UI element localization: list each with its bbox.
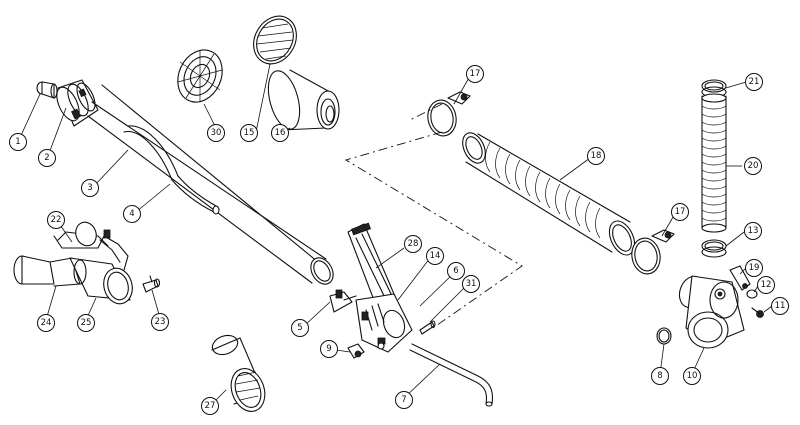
callout-20: 20 — [744, 157, 762, 175]
svg-text:19: 19 — [749, 263, 760, 273]
svg-text:6: 6 — [453, 266, 458, 276]
assembly-lines — [344, 103, 523, 331]
part-small-ring — [746, 289, 758, 299]
callout-6: 6 — [447, 262, 465, 280]
svg-text:16: 16 — [275, 128, 286, 138]
part-nut — [347, 343, 365, 359]
part-bolt — [751, 307, 764, 318]
svg-text:8: 8 — [657, 371, 662, 381]
callout-24: 24 — [37, 314, 55, 332]
callout-16: 16 — [271, 124, 289, 142]
part-handle — [347, 222, 413, 353]
callout-11: 11 — [771, 297, 789, 315]
part-throttle-lever — [329, 289, 357, 313]
callout-27: 27 — [201, 397, 219, 415]
part-y-connector — [13, 221, 133, 305]
callout-25: 25 — [77, 314, 95, 332]
svg-text:30: 30 — [211, 128, 222, 138]
svg-text:11: 11 — [775, 301, 786, 311]
svg-text:22: 22 — [51, 215, 62, 225]
part-radial-grille — [177, 49, 223, 103]
callout-28: 28 — [404, 235, 422, 253]
callout-18: 18 — [587, 147, 605, 165]
callout-19: 19 — [745, 259, 763, 277]
svg-text:17: 17 — [675, 207, 686, 217]
callout-17-lower: 17 — [671, 203, 689, 221]
svg-text:20: 20 — [748, 161, 759, 171]
svg-text:12: 12 — [761, 280, 772, 290]
part-grille-disc — [253, 15, 297, 65]
callout-13: 13 — [744, 222, 762, 240]
svg-text:7: 7 — [401, 395, 406, 405]
svg-text:18: 18 — [591, 151, 602, 161]
svg-text:21: 21 — [749, 77, 760, 87]
part-funnel — [267, 69, 340, 131]
part-end-cap — [36, 81, 58, 99]
svg-text:23: 23 — [155, 317, 166, 327]
svg-text:25: 25 — [81, 318, 92, 328]
part-pin — [419, 320, 436, 335]
callout-2: 2 — [38, 149, 56, 167]
callout-8: 8 — [651, 367, 669, 385]
part-small-cap — [656, 327, 672, 345]
svg-text:27: 27 — [205, 401, 216, 411]
part-wand-bar — [123, 125, 220, 215]
svg-text:31: 31 — [466, 279, 477, 289]
part-nozzle-coupling — [56, 79, 99, 127]
part-corrugated-hose — [462, 132, 636, 256]
callout-21: 21 — [745, 73, 763, 91]
part-latch — [729, 265, 751, 291]
svg-text:3: 3 — [87, 183, 92, 193]
svg-text:24: 24 — [41, 318, 52, 328]
part-sleeve — [211, 334, 266, 412]
part-bent-rod — [409, 343, 494, 407]
svg-text:9: 9 — [326, 344, 331, 354]
part-clamp-ring-bottom — [701, 239, 727, 258]
callout-10: 10 — [683, 367, 701, 385]
callout-5: 5 — [291, 319, 309, 337]
part-hose-clamp-upper — [427, 91, 471, 137]
svg-text:4: 4 — [129, 209, 134, 219]
callout-30: 30 — [207, 124, 225, 142]
part-hose-clamp-lower — [631, 229, 675, 275]
callout-15: 15 — [240, 124, 258, 142]
callout-17-upper: 17 — [466, 65, 484, 83]
callout-1: 1 — [9, 133, 27, 151]
callout-31: 31 — [462, 275, 480, 293]
svg-text:28: 28 — [408, 239, 419, 249]
part-straight-tube — [87, 84, 334, 285]
callouts: 1 2 3 4 5 6 7 8 9 10 11 12 13 14 15 16 1… — [9, 65, 789, 415]
svg-text:13: 13 — [748, 226, 759, 236]
callout-3: 3 — [81, 179, 99, 197]
svg-text:17: 17 — [470, 69, 481, 79]
part-elbow-housing — [678, 275, 745, 349]
svg-text:2: 2 — [44, 153, 49, 163]
callout-7: 7 — [395, 391, 413, 409]
svg-text:10: 10 — [687, 371, 698, 381]
callout-12: 12 — [757, 276, 775, 294]
callout-23: 23 — [151, 313, 169, 331]
callout-4: 4 — [123, 205, 141, 223]
callout-14: 14 — [426, 247, 444, 265]
svg-text:5: 5 — [297, 323, 302, 333]
callout-9: 9 — [320, 340, 338, 358]
svg-text:1: 1 — [15, 137, 20, 147]
part-flex-hose — [701, 93, 727, 233]
svg-text:14: 14 — [430, 251, 441, 261]
svg-text:15: 15 — [244, 128, 255, 138]
part-clamp-ring-top — [701, 79, 727, 98]
callout-22: 22 — [47, 211, 65, 229]
part-small-nozzle — [142, 275, 161, 293]
